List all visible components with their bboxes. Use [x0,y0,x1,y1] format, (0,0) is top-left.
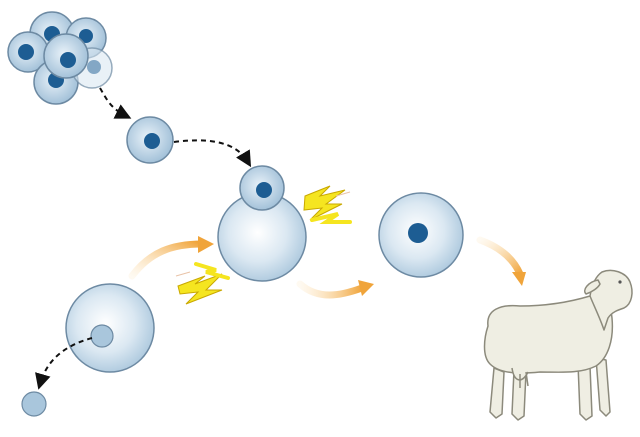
orange-arrow-fusion-to-embryo [296,280,374,299]
orange-arrow-embryo-to-sheep [476,236,526,286]
egg-cell-icon [65,283,155,373]
dashed-arrow-nucleus-removal [35,337,93,390]
donor-cell-icon [126,116,174,164]
dashed-arrow-donor-to-fusion [173,139,252,168]
embryo-cell-icon [378,192,464,278]
donor-cell-cluster-icon [7,11,113,105]
electric-spark-icon [303,185,352,224]
orange-arrow-egg-to-fusion [128,236,214,280]
dashed-arrow-cluster-to-donor [99,87,132,119]
sheep-icon [483,269,633,421]
removed-nucleus-icon [21,391,47,417]
fused-cell-icon [217,165,307,282]
electric-spark-icon [175,262,230,305]
